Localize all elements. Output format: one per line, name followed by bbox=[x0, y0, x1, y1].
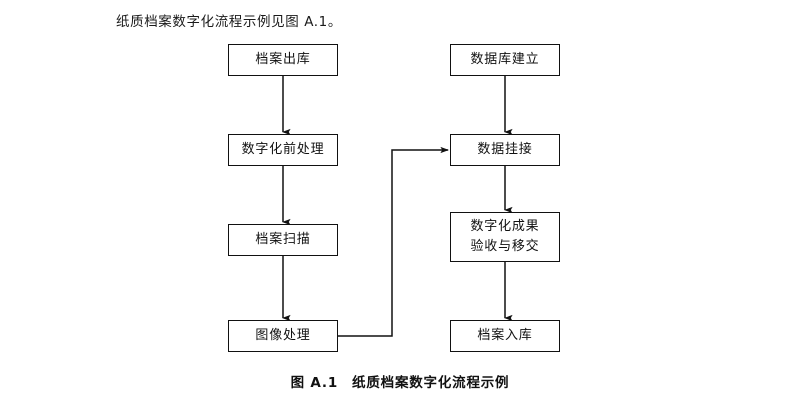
intro-paragraph: 纸质档案数字化流程示例见图 A.1。 bbox=[116, 14, 342, 30]
node-pre-digitization[interactable]: 数字化前处理 bbox=[228, 134, 338, 166]
figure-caption-label: 图 A.1 bbox=[290, 375, 339, 391]
node-label: 图像处理 bbox=[255, 327, 311, 343]
node-label: 档案入库 bbox=[477, 327, 533, 343]
node-label-line-1: 数字化成果 bbox=[470, 218, 540, 234]
node-label: 数据挂接 bbox=[477, 141, 533, 157]
figure-caption-title: 纸质档案数字化流程示例 bbox=[352, 375, 510, 391]
node-archive-outbound[interactable]: 档案出库 bbox=[228, 44, 338, 76]
node-results-acceptance[interactable]: 数字化成果 验收与移交 bbox=[450, 212, 560, 262]
node-label-line-2: 验收与移交 bbox=[470, 239, 540, 254]
node-database-setup[interactable]: 数据库建立 bbox=[450, 44, 560, 76]
node-label: 档案出库 bbox=[255, 51, 311, 67]
node-image-processing[interactable]: 图像处理 bbox=[228, 320, 338, 352]
node-data-linking[interactable]: 数据挂接 bbox=[450, 134, 560, 166]
node-label: 数字化前处理 bbox=[241, 141, 325, 157]
node-label: 档案扫描 bbox=[255, 231, 311, 247]
node-archive-scan[interactable]: 档案扫描 bbox=[228, 224, 338, 256]
node-label: 数据库建立 bbox=[470, 51, 540, 67]
figure-caption: 图 A.1 纸质档案数字化流程示例 bbox=[0, 371, 800, 391]
connector-image-processing-to-data-linking bbox=[338, 146, 449, 337]
node-archive-inbound[interactable]: 档案入库 bbox=[450, 320, 560, 352]
